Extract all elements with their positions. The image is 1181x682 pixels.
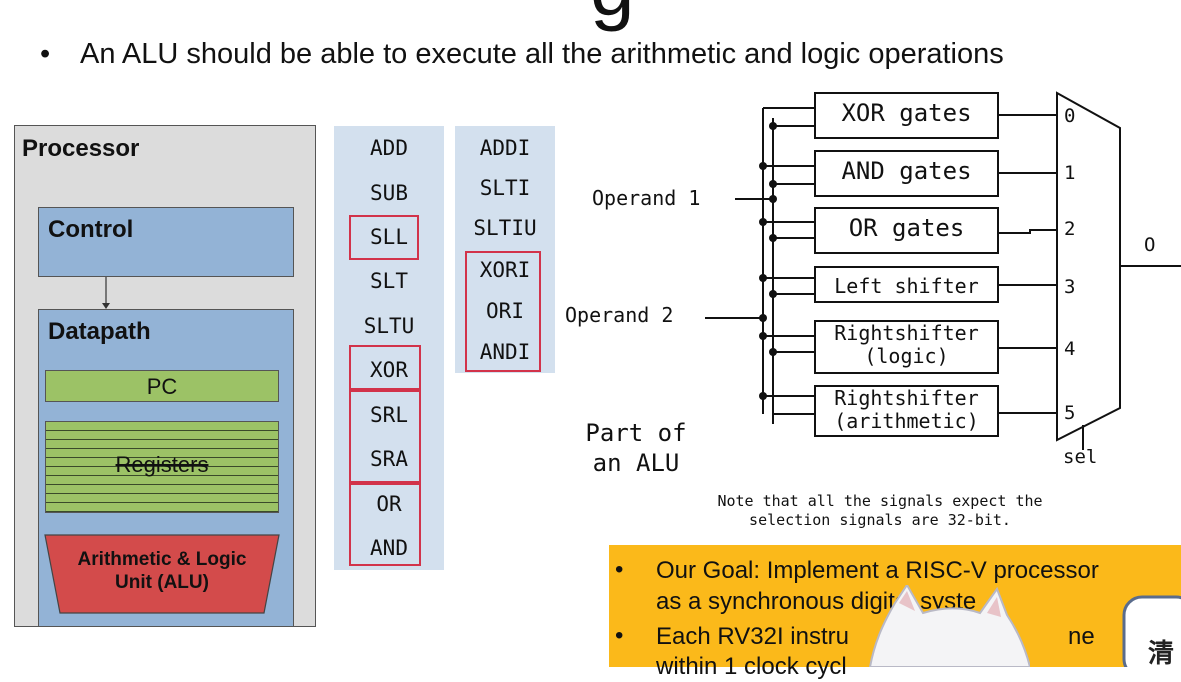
and-gates-unit: AND gates xyxy=(841,157,972,185)
note-line1: Note that all the signals expect the xyxy=(717,492,1043,510)
alu-caption-line2: an ALU xyxy=(592,449,680,477)
register-file-label: Registers xyxy=(115,452,209,477)
instruction-xori: XORI xyxy=(479,258,531,282)
control-datapath-arrow xyxy=(102,277,110,309)
goal-bullet-2: • xyxy=(615,622,624,649)
instruction-addi: ADDI xyxy=(479,136,531,160)
rtype-instruction-column xyxy=(334,126,444,570)
mascot-badge xyxy=(1122,595,1181,667)
xor-gates-unit: XOR gates xyxy=(841,99,972,127)
mux-input-5: 5 xyxy=(1064,402,1076,424)
instruction-sll: SLL xyxy=(370,225,408,249)
highlight-itype-logic xyxy=(465,251,541,372)
alu-output-label: O xyxy=(1144,234,1156,256)
instruction-slti: SLTI xyxy=(479,176,531,200)
instruction-sra: SRA xyxy=(370,447,408,471)
itype-instruction-column xyxy=(455,126,555,373)
instruction-and: AND xyxy=(370,536,408,560)
left-shifter-unit: Left shifter xyxy=(834,274,979,298)
alu-block-diagram xyxy=(705,91,1181,450)
bullet-dot: • xyxy=(40,38,51,70)
bullet-text: An ALU should be able to execute all the… xyxy=(80,38,1004,70)
right-shifter-logic-unit: Rightshifter (logic) xyxy=(834,321,979,368)
goal-bullet-1: • xyxy=(615,556,624,583)
control-label: Control xyxy=(48,216,134,243)
signal-width-note: Note that all the signals expect the sel… xyxy=(620,492,1140,530)
mux-select-label: sel xyxy=(1063,446,1098,468)
highlight-sll xyxy=(349,215,419,260)
cat-mascot-overlay xyxy=(868,585,1030,667)
note-line2: selection signals are 32-bit. xyxy=(749,511,1011,529)
slide-title-fragment: g xyxy=(590,0,710,32)
instruction-xor: XOR xyxy=(370,358,408,382)
highlight-shifts xyxy=(349,390,421,483)
instruction-or: OR xyxy=(376,492,402,516)
alu-caption-line1: Part of xyxy=(585,419,687,447)
mux-input-4: 4 xyxy=(1064,338,1076,360)
datapath-label: Datapath xyxy=(48,318,151,345)
mux-input-2: 2 xyxy=(1064,218,1076,240)
instruction-srl: SRL xyxy=(370,403,408,427)
operand1-label: Operand 1 xyxy=(592,186,701,210)
right-shifter-arithmetic-unit: Rightshifter (arithmetic) xyxy=(834,386,979,433)
goal-item-1-line1: Our Goal: Implement a RISC-V processor xyxy=(656,557,1099,584)
goal-item-1-line2: as a synchronous digital syste xyxy=(656,588,977,615)
instruction-andi: ANDI xyxy=(479,340,531,364)
instruction-sub: SUB xyxy=(370,181,408,205)
register-file xyxy=(45,421,279,513)
processor-title: Processor xyxy=(22,135,140,162)
mux-input-1: 1 xyxy=(1064,162,1076,184)
alu-caption: Part of an ALU xyxy=(576,418,696,478)
operand2-label: Operand 2 xyxy=(565,303,674,327)
or-gates-unit: OR gates xyxy=(848,214,965,242)
alu-label-line2: Unit (ALU) xyxy=(115,572,209,593)
instruction-sltu: SLTU xyxy=(363,314,415,338)
instruction-sltiu: SLTIU xyxy=(473,216,537,240)
mux-input-3: 3 xyxy=(1064,276,1076,298)
goal-item-2-line2: within 1 clock cycl xyxy=(656,653,847,680)
control-block xyxy=(38,207,294,277)
goal-item-2-line1: Each RV32I instru xyxy=(656,623,849,650)
mascot-character: 清 xyxy=(1148,639,1175,669)
mux-input-0: 0 xyxy=(1064,105,1076,127)
alu-label: Arithmetic & Logic Unit (ALU) xyxy=(44,548,280,594)
highlight-xor xyxy=(349,345,421,390)
pc-register: PC xyxy=(45,370,279,402)
highlight-logic xyxy=(349,483,421,566)
alu-label-line1: Arithmetic & Logic xyxy=(77,549,247,570)
bullet-point: • An ALU should be able to execute all th… xyxy=(40,38,1004,71)
instruction-slt: SLT xyxy=(370,269,408,293)
goal-item-2-tail: ne xyxy=(1068,623,1095,650)
instruction-add: ADD xyxy=(370,136,408,160)
alu-shape xyxy=(44,534,280,614)
instruction-ori: ORI xyxy=(486,299,524,323)
